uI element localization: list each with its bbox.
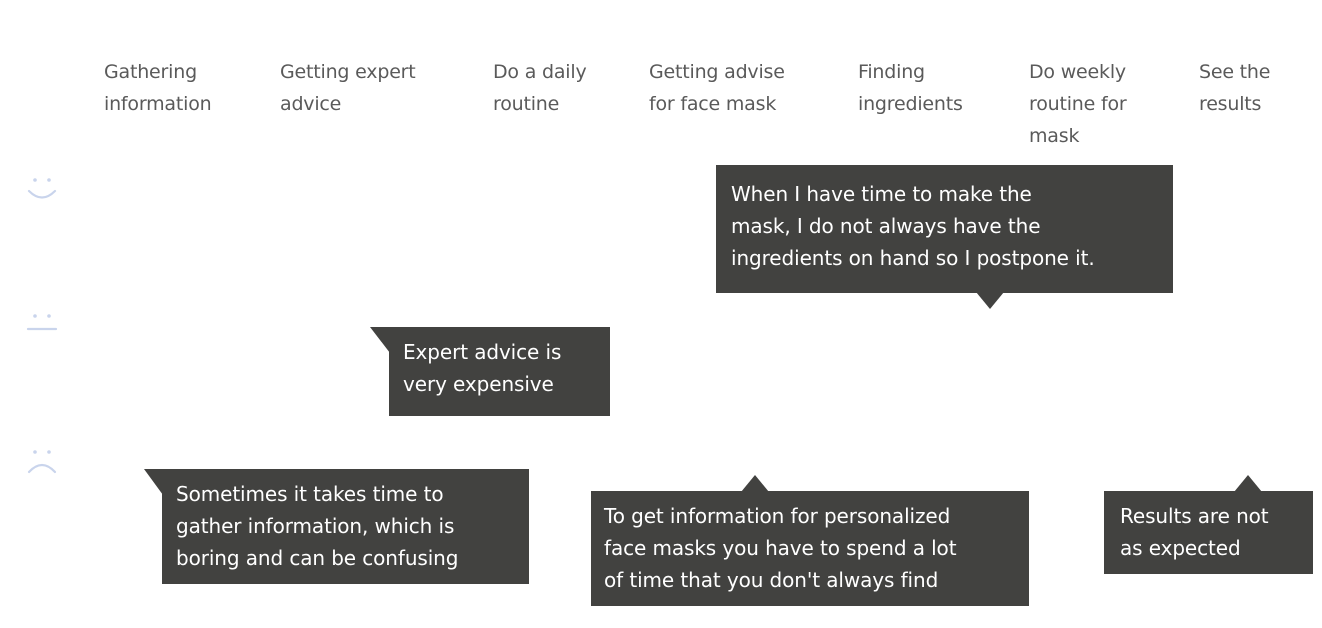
bubble-tail bbox=[144, 469, 163, 495]
stage-gathering-information: Gathering information bbox=[104, 56, 212, 120]
comment-bubble-mask-ingredients: When I have time to make the mask, I do … bbox=[716, 165, 1173, 293]
bubble-line: Sometimes it takes time to bbox=[176, 482, 444, 506]
stage-line: routine for bbox=[1029, 93, 1127, 115]
stage-line: See the bbox=[1199, 61, 1271, 83]
bubble-tail bbox=[976, 292, 1004, 309]
comment-bubble-expert-expensive: Expert advice is very expensive bbox=[389, 327, 610, 416]
stage-line: Getting advise bbox=[649, 61, 785, 83]
stage-getting-advise-face-mask: Getting advise for face mask bbox=[649, 56, 785, 120]
bubble-line: as expected bbox=[1120, 536, 1241, 560]
neutral-face-icon bbox=[26, 314, 58, 331]
comment-bubble-gather-boring: Sometimes it takes time to gather inform… bbox=[162, 469, 529, 584]
bubble-tail bbox=[370, 327, 390, 353]
smile-icon bbox=[27, 178, 57, 199]
bubble-tail bbox=[741, 475, 769, 492]
frown-icon bbox=[27, 450, 57, 474]
stage-line: Do a daily bbox=[493, 61, 587, 83]
stage-line: mask bbox=[1029, 125, 1080, 147]
bubble-line: of time that you don't always find bbox=[604, 568, 939, 592]
bubble-line: very expensive bbox=[403, 372, 554, 396]
stage-line: ingredients bbox=[858, 93, 963, 115]
stage-line: advice bbox=[280, 93, 342, 115]
bubble-tail bbox=[1234, 475, 1262, 492]
bubble-line: boring and can be confusing bbox=[176, 546, 459, 570]
stage-see-the-results: See the results bbox=[1199, 56, 1270, 120]
comment-bubble-results-expected: Results are not as expected bbox=[1104, 491, 1313, 574]
stage-line: Do weekly bbox=[1029, 61, 1126, 83]
stage-finding-ingredients: Finding ingredients bbox=[858, 56, 963, 120]
stage-line: routine bbox=[493, 93, 560, 115]
stage-do-a-daily-routine: Do a daily routine bbox=[493, 56, 587, 120]
stage-line: Getting expert bbox=[280, 61, 416, 83]
stage-line: for face mask bbox=[649, 93, 777, 115]
bubble-line: When I have time to make the bbox=[731, 182, 1032, 206]
bubble-line: gather information, which is bbox=[176, 514, 455, 538]
bubble-line: mask, I do not always have the bbox=[731, 214, 1041, 238]
comment-bubble-personalized-time: To get information for personalized face… bbox=[591, 491, 1029, 606]
bubble-line: face masks you have to spend a lot bbox=[604, 536, 957, 560]
bubble-line: Expert advice is bbox=[403, 340, 562, 364]
bubble-line: Results are not bbox=[1120, 504, 1269, 528]
stage-line: Gathering bbox=[104, 61, 197, 83]
stage-weekly-mask-routine: Do weekly routine for mask bbox=[1029, 56, 1127, 152]
stage-line: information bbox=[104, 93, 212, 115]
stage-line: Finding bbox=[858, 61, 925, 83]
bubble-line: To get information for personalized bbox=[604, 504, 951, 528]
bubble-line: ingredients on hand so I postpone it. bbox=[731, 246, 1095, 270]
stage-line: results bbox=[1199, 93, 1262, 115]
stage-getting-expert-advice: Getting expert advice bbox=[280, 56, 416, 120]
